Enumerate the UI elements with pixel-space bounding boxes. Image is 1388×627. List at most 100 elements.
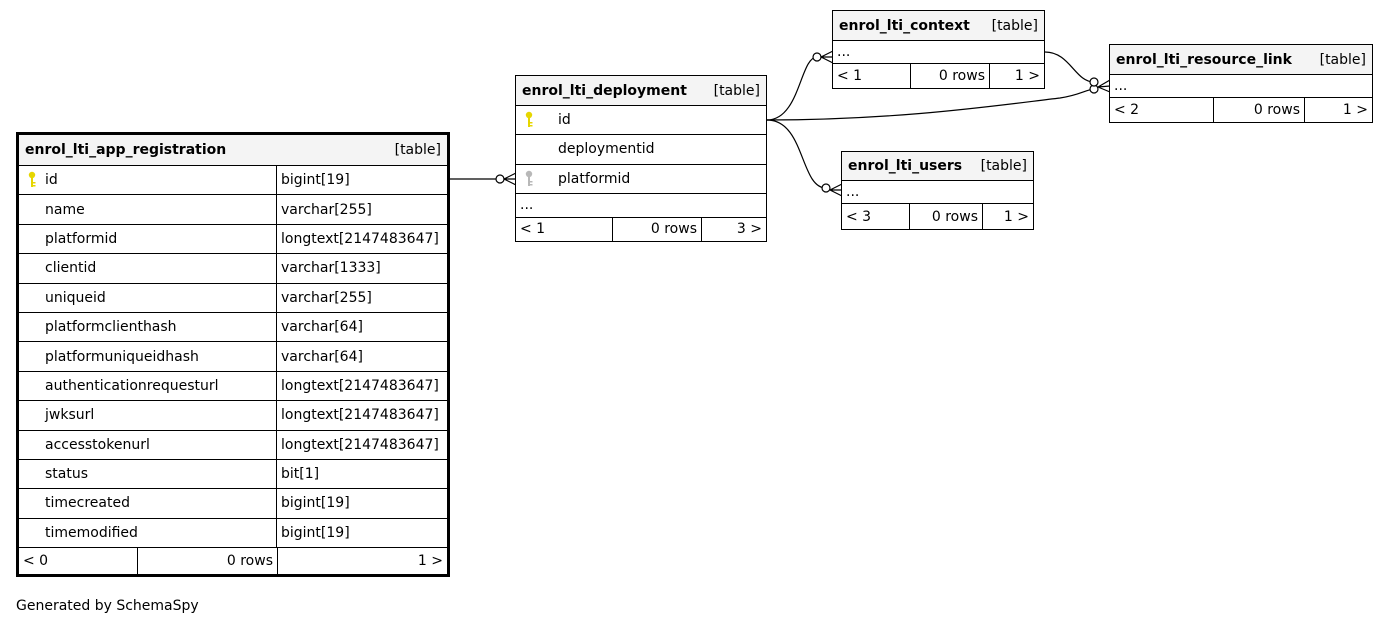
key-slot xyxy=(19,254,45,282)
table-header: enrol_lti_deployment [table] xyxy=(516,76,766,106)
children-count[interactable]: 3 > xyxy=(701,217,766,241)
primary-key-icon xyxy=(516,106,542,134)
column-row[interactable]: uniqueid varchar[255] xyxy=(19,283,447,313)
parents-count[interactable]: < 3 xyxy=(846,208,872,225)
row-count: 0 rows xyxy=(910,64,989,88)
parents-count[interactable]: < 1 xyxy=(837,68,863,84)
ellipsis: ... xyxy=(520,197,534,214)
row-count: 0 rows xyxy=(612,217,701,241)
column-type: bigint[19] xyxy=(276,518,447,548)
ellipsis: ... xyxy=(837,44,851,60)
column-row[interactable]: jwksurl longtext[2147483647] xyxy=(19,401,447,431)
column-name: name xyxy=(45,201,85,218)
link-context-resource xyxy=(1044,51,1095,83)
table-footer: < 3 0 rows 1 > xyxy=(842,204,1033,229)
table-header: enrol_lti_app_registration [table] xyxy=(19,135,447,166)
children-count[interactable]: 1 > xyxy=(989,64,1044,88)
key-slot xyxy=(19,460,45,488)
key-slot xyxy=(19,313,45,341)
table-footer: < 1 0 rows 1 > xyxy=(833,64,1044,88)
children-count[interactable]: 1 > xyxy=(982,204,1033,229)
foreign-key-icon xyxy=(516,165,542,193)
column-name: platformuniqueidhash xyxy=(45,348,199,365)
link-deployment-context xyxy=(766,56,818,121)
column-type: varchar[255] xyxy=(276,195,447,224)
column-type: varchar[255] xyxy=(276,283,447,312)
column-name: platformclienthash xyxy=(45,319,177,336)
key-slot xyxy=(19,225,45,253)
column-row[interactable]: id xyxy=(516,106,766,136)
link-crowfoot xyxy=(820,50,834,64)
column-row[interactable]: platformid xyxy=(516,165,766,194)
table-type: [table] xyxy=(713,82,760,99)
table-type: [table] xyxy=(980,158,1027,174)
column-name: jwksurl xyxy=(45,407,95,424)
key-slot xyxy=(19,284,45,312)
more-columns: ... xyxy=(1110,75,1372,98)
parents-count[interactable]: < 0 xyxy=(23,553,49,570)
table-header: enrol_lti_context [table] xyxy=(833,11,1044,41)
more-columns: ... xyxy=(842,181,1033,204)
key-slot xyxy=(19,489,45,517)
parents-count[interactable]: < 2 xyxy=(1114,102,1140,118)
children-count[interactable]: 1 > xyxy=(1304,98,1372,122)
column-type: longtext[2147483647] xyxy=(276,401,447,430)
parents-count[interactable]: < 1 xyxy=(520,221,546,238)
column-type: longtext[2147483647] xyxy=(276,430,447,459)
column-row[interactable]: name varchar[255] xyxy=(19,195,447,225)
column-type: bit[1] xyxy=(276,459,447,489)
table-header: enrol_lti_resource_link [table] xyxy=(1110,45,1372,75)
table-name: enrol_lti_app_registration xyxy=(25,142,227,158)
column-type: longtext[2147483647] xyxy=(276,371,447,401)
children-count[interactable]: 1 > xyxy=(277,548,447,575)
ellipsis: ... xyxy=(1114,78,1128,94)
table-enrol-lti-context[interactable]: enrol_lti_context [table] ... < 1 0 rows… xyxy=(832,10,1045,89)
column-name: uniqueid xyxy=(45,289,106,306)
key-slot xyxy=(19,372,45,400)
row-count: 0 rows xyxy=(1213,98,1304,122)
column-name: timecreated xyxy=(45,495,130,512)
link-crowfoot xyxy=(503,172,517,186)
key-slot xyxy=(19,195,45,223)
link-zero-marker xyxy=(495,174,505,184)
row-count: 0 rows xyxy=(137,548,277,575)
column-name: clientid xyxy=(45,260,97,277)
link-zero-marker xyxy=(821,183,831,193)
column-name: id xyxy=(45,172,58,189)
column-type: longtext[2147483647] xyxy=(276,224,447,254)
link-deployment-resource xyxy=(766,88,1095,121)
row-count: 0 rows xyxy=(909,204,982,229)
link-crowfoot xyxy=(829,183,843,197)
table-footer: < 2 0 rows 1 > xyxy=(1110,98,1372,122)
column-name: platformid xyxy=(558,170,631,187)
column-row[interactable]: deploymentid xyxy=(516,135,766,165)
table-type: [table] xyxy=(1319,51,1366,68)
more-columns: ... xyxy=(516,194,766,218)
table-type: [table] xyxy=(991,17,1038,34)
ellipsis: ... xyxy=(846,184,860,200)
key-slot xyxy=(19,401,45,429)
table-enrol-lti-users[interactable]: enrol_lti_users [table] ... < 3 0 rows 1… xyxy=(841,151,1034,230)
table-enrol-lti-resource-link[interactable]: enrol_lti_resource_link [table] ... < 2 … xyxy=(1109,44,1373,123)
table-name: enrol_lti_context xyxy=(839,17,970,34)
key-slot xyxy=(19,431,45,459)
column-name: status xyxy=(45,466,89,483)
link-zero-marker xyxy=(1089,77,1099,87)
column-name: id xyxy=(558,112,571,129)
table-type: [table] xyxy=(394,142,441,158)
key-slot xyxy=(516,135,542,163)
table-name: enrol_lti_deployment xyxy=(522,82,687,99)
table-enrol-lti-deployment[interactable]: enrol_lti_deployment [table] id deploymen… xyxy=(515,75,767,242)
column-row[interactable]: status bit[1] xyxy=(19,459,447,490)
